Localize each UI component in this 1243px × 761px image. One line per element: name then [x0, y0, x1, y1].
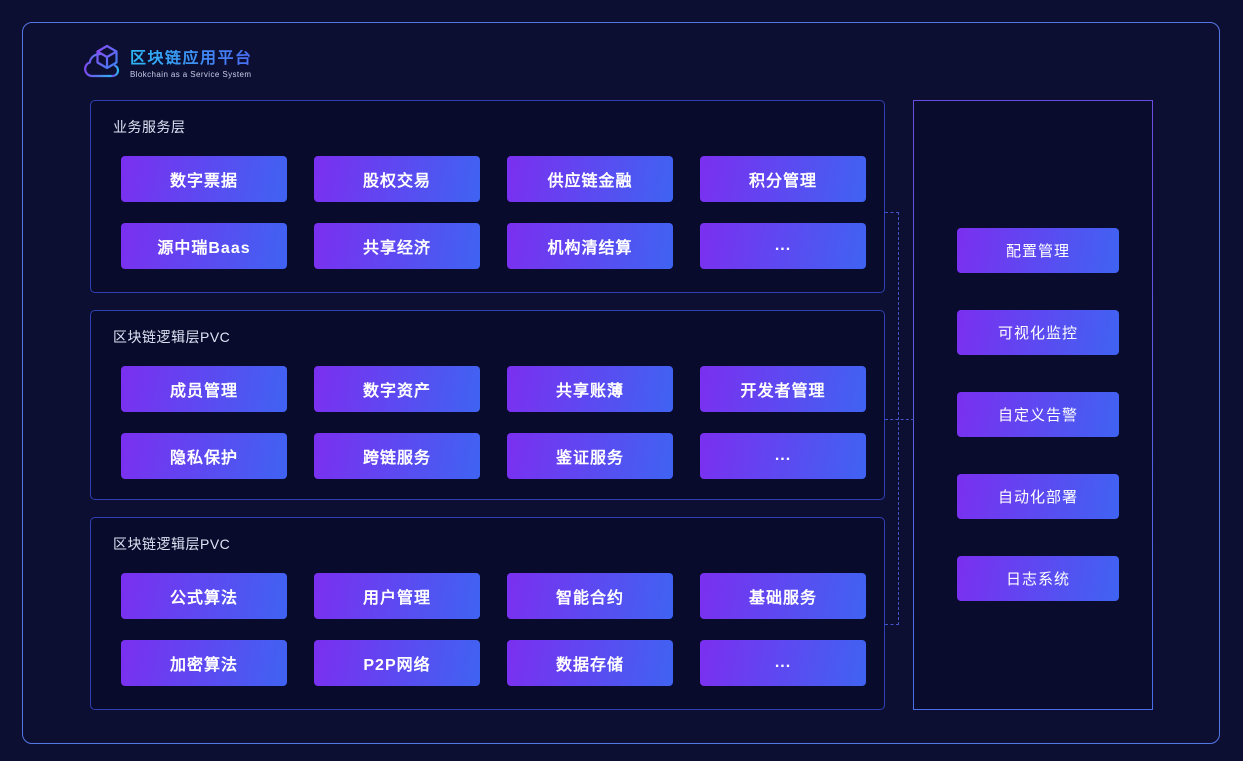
layer-title: 区块链逻辑层PVC	[113, 329, 231, 345]
side-button[interactable]: 日志系统	[957, 556, 1119, 601]
service-button[interactable]: 用户管理	[314, 573, 480, 619]
service-button[interactable]: 跨链服务	[314, 433, 480, 479]
service-button[interactable]: 源中瑞Baas	[121, 223, 287, 269]
side-button[interactable]: 配置管理	[957, 228, 1119, 273]
service-button[interactable]: 隐私保护	[121, 433, 287, 479]
connector-dashed-top	[885, 212, 899, 213]
side-button[interactable]: 自定义告警	[957, 392, 1119, 437]
service-button[interactable]: P2P网络	[314, 640, 480, 686]
service-button[interactable]: 开发者管理	[700, 366, 866, 412]
service-button[interactable]: 股权交易	[314, 156, 480, 202]
side-panel: 配置管理 可视化监控 自定义告警 自动化部署 日志系统	[913, 100, 1153, 710]
logo: 区块链应用平台 Blokchain as a Service System	[82, 44, 253, 85]
service-button[interactable]: 积分管理	[700, 156, 866, 202]
service-button[interactable]: 基础服务	[700, 573, 866, 619]
service-button[interactable]: 共享账薄	[507, 366, 673, 412]
connector-dashed-to-panel	[885, 419, 914, 420]
service-button[interactable]: 数据存储	[507, 640, 673, 686]
layer-blockchain-logic-2: 区块链逻辑层PVC 公式算法 用户管理 智能合约 基础服务 加密算法 P2P网络…	[90, 517, 885, 710]
layer-title: 区块链逻辑层PVC	[113, 536, 231, 552]
side-button[interactable]: 自动化部署	[957, 474, 1119, 519]
service-button[interactable]: 公式算法	[121, 573, 287, 619]
connector-dashed-bottom	[885, 624, 899, 625]
service-button[interactable]: 成员管理	[121, 366, 287, 412]
connector-dashed-vertical	[898, 212, 899, 625]
layer-blockchain-logic-1: 区块链逻辑层PVC 成员管理 数字资产 共享账薄 开发者管理 隐私保护 跨链服务…	[90, 310, 885, 500]
service-button[interactable]: 鉴证服务	[507, 433, 673, 479]
service-button[interactable]: 加密算法	[121, 640, 287, 686]
service-button[interactable]: 智能合约	[507, 573, 673, 619]
service-button[interactable]: 机构清结算	[507, 223, 673, 269]
cloud-cube-icon	[82, 44, 122, 85]
layer-business-services: 业务服务层 数字票据 股权交易 供应链金融 积分管理 源中瑞Baas 共享经济 …	[90, 100, 885, 293]
service-button[interactable]: 供应链金融	[507, 156, 673, 202]
outer-frame	[22, 22, 1220, 744]
more-button[interactable]: ...	[700, 640, 866, 686]
service-button[interactable]: 数字资产	[314, 366, 480, 412]
logo-subtitle: Blokchain as a Service System	[130, 70, 252, 79]
logo-title: 区块链应用平台	[130, 50, 253, 67]
more-button[interactable]: ...	[700, 433, 866, 479]
service-button[interactable]: 数字票据	[121, 156, 287, 202]
layer-title: 业务服务层	[113, 119, 186, 135]
side-button[interactable]: 可视化监控	[957, 310, 1119, 355]
service-button[interactable]: 共享经济	[314, 223, 480, 269]
more-button[interactable]: ...	[700, 223, 866, 269]
